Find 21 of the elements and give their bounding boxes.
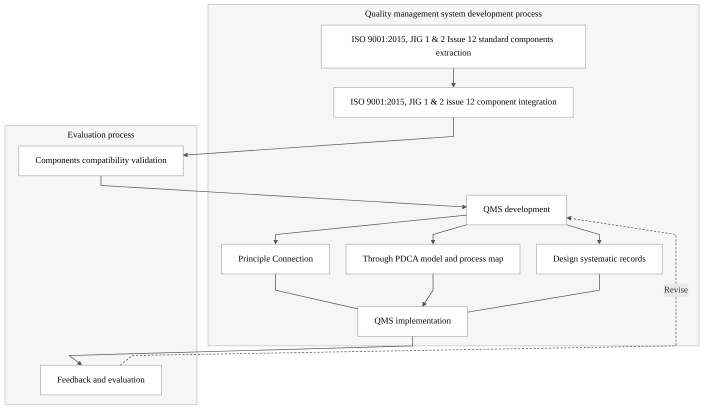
arrow [273,214,468,244]
node-box: QMS development [466,194,567,226]
node-box: Principle Connection [221,244,330,274]
node-box: ISO 9001:2015, JIG 1 & 2 issue 12 component integration [334,87,574,118]
node-box: ISO 9001:2015, JIG 1 & 2 Issue 12 standard components extraction [320,24,586,68]
node-box: QMS implementation [358,306,468,337]
connector [467,274,600,313]
arrow [430,224,468,244]
node-box: Feedback and evaluation [40,364,162,396]
connector [275,274,358,310]
edge-label: Revise [664,285,688,295]
node-box: Design systematic records [536,244,662,274]
arrow [120,216,676,366]
arrow [566,224,602,244]
node-box: Through PDCA model and process map [346,244,520,274]
arrow [422,274,434,307]
arrow [182,116,454,158]
arrow [100,175,467,210]
arrow [68,336,414,366]
node-box: Components compatibility validation [18,146,184,176]
arrow [451,68,456,88]
